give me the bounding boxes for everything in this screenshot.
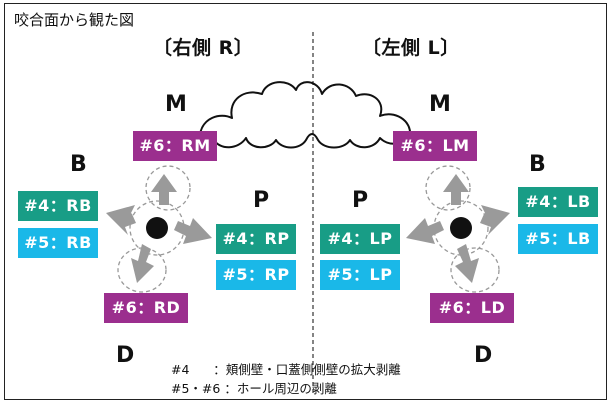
right-distal-letter: D bbox=[116, 343, 135, 368]
diagram-caption: 咬合面から観た図 bbox=[14, 11, 135, 29]
label-lb-4: #4：LB bbox=[518, 187, 598, 217]
diagram-frame bbox=[4, 3, 607, 400]
label-rb-5: #5：RB bbox=[18, 228, 98, 258]
left-mesial-letter: M bbox=[429, 92, 451, 117]
left-tooth-cluster bbox=[406, 165, 510, 293]
left-palatal-letter: P bbox=[352, 188, 369, 213]
legend-row-4: #4 ：頬側壁・口蓋側側壁の拡大剥離 bbox=[171, 362, 401, 377]
right-buccal-letter: B bbox=[70, 152, 87, 177]
label-rd: #6：RD bbox=[104, 293, 188, 323]
left-side-title: 〔左側 L〕 bbox=[362, 37, 460, 59]
label-rb-4: #4：RB bbox=[18, 191, 98, 221]
label-lp-5: #5：LP bbox=[320, 260, 400, 290]
label-rm: #6：RM bbox=[133, 131, 217, 161]
label-lb-5: #5：LB bbox=[518, 224, 598, 254]
legend-row-5-6: #5・#6 ：ホール周辺の剥離 bbox=[171, 381, 337, 396]
left-center-dot bbox=[450, 217, 472, 239]
right-center-dot bbox=[146, 217, 168, 239]
arrow-right-palatal bbox=[174, 218, 212, 244]
label-rp-5: #5：RP bbox=[216, 260, 296, 290]
right-mesial-letter: M bbox=[165, 92, 187, 117]
label-ld: #6：LD bbox=[430, 293, 514, 323]
label-lm: #6：LM bbox=[393, 131, 477, 161]
arrow-left-distal bbox=[455, 244, 479, 283]
right-tooth-cluster bbox=[106, 165, 212, 293]
left-distal-letter: D bbox=[474, 343, 493, 368]
arrow-left-palatal bbox=[406, 218, 444, 244]
arrow-left-buccal bbox=[480, 205, 510, 235]
right-side-title: 〔右側 R〕 bbox=[153, 37, 254, 59]
left-buccal-letter: B bbox=[529, 152, 546, 177]
arrow-right-buccal bbox=[106, 205, 136, 235]
label-rp-4: #4：RP bbox=[216, 224, 296, 254]
arrow-right-distal bbox=[131, 244, 154, 283]
label-lp-4: #4：LP bbox=[320, 224, 400, 254]
arrow-left-mesial bbox=[443, 174, 469, 205]
arrow-right-mesial bbox=[151, 174, 177, 205]
tooth-arch-outline bbox=[199, 81, 412, 149]
right-palatal-letter: P bbox=[253, 188, 270, 213]
